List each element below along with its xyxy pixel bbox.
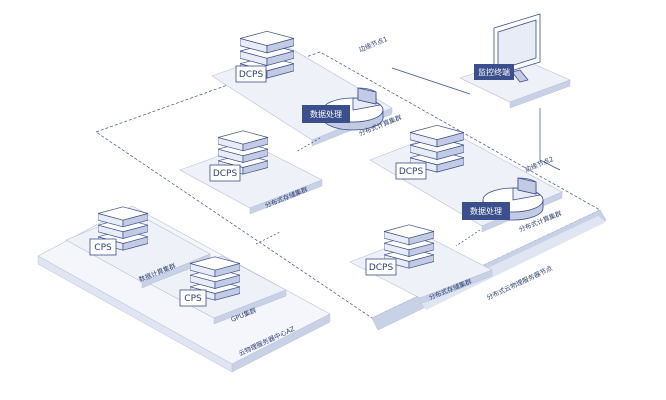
link-label: 边缘节点1: [357, 34, 388, 54]
edge-node-band-inner: [420, 216, 606, 310]
node-tag: CPS: [89, 238, 117, 256]
link-line: [539, 108, 561, 171]
node-tag-text: CPS: [94, 243, 112, 253]
edge-node-boundary: [95, 51, 601, 319]
node-tag: DCPS: [365, 258, 397, 276]
monitor-icon: [493, 13, 541, 83]
link-label: 边缘节点2: [523, 154, 554, 174]
node-tag-text: DCPS: [239, 70, 264, 80]
storage-cluster-2: DCPS 分布式存储集群: [349, 224, 493, 305]
node-tag-text: DCPS: [399, 167, 424, 177]
node-tag: DCPS: [235, 65, 267, 83]
link-line: [391, 67, 471, 95]
compute-cluster-1: DCPS 数据处理 分布式计算集群: [211, 30, 403, 147]
monitor-terminal: 监控终端: [459, 13, 571, 109]
node-tag-text: CPS: [184, 294, 202, 304]
monitor-badge: 监控终端: [474, 64, 514, 80]
monitor-label: 监控终端: [478, 67, 510, 77]
node-tag: DCPS: [209, 164, 241, 182]
node-tag-text: DCPS: [369, 263, 394, 273]
compute-cluster-2: DCPS 数据处理 分布式计算集群: [369, 124, 563, 234]
link-1-label: 边缘节点1: [357, 34, 388, 54]
data-processing-badge: 数据处理: [462, 202, 510, 220]
data-processing-label: 数据处理: [470, 206, 502, 216]
storage-cluster-1: DCPS 分布式存储集群: [179, 130, 323, 215]
link-line: [295, 137, 321, 153]
data-processing-label: 数据处理: [310, 109, 342, 119]
link-line: [255, 231, 281, 245]
center-az-region: CPS 数据计算集群 CPS GPU集群 云物理服务器中心AZ: [37, 205, 331, 373]
node-tag: CPS: [179, 289, 207, 307]
connections: [255, 67, 561, 247]
link-2-label: 边缘节点2: [523, 154, 554, 174]
node-tag-text: DCPS: [213, 169, 238, 179]
data-processing-badge: 数据处理: [302, 105, 350, 123]
node-tag: DCPS: [395, 162, 427, 180]
link-line: [455, 229, 481, 247]
